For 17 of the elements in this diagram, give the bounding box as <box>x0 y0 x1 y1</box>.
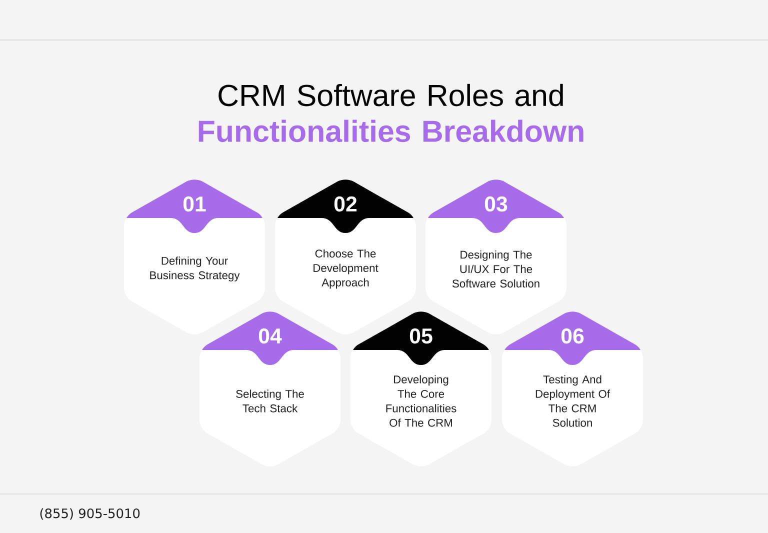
step-number: 04 <box>258 328 282 344</box>
hexagon-card <box>200 312 340 466</box>
step-number: 05 <box>410 328 432 344</box>
step-text: Testing And Deployment Of The CRM Solution <box>536 375 610 427</box>
hexagon-card <box>350 312 492 466</box>
step-number: 03 <box>484 196 508 212</box>
title: CRM Software Roles and Functionalities Breakdown <box>198 84 584 142</box>
step-text: Designing The UI/UX For The Software Solution <box>452 250 540 288</box>
step-text: Selecting The Tech Stack <box>236 390 304 412</box>
step-text: Developing The Core Functionalities Of The CRM <box>386 375 456 427</box>
step-number: 01 <box>183 196 206 212</box>
step-text: Defining Your Business Strategy <box>150 256 240 282</box>
step-number: 06 <box>561 328 584 344</box>
step-text: Choose The Development Approach <box>314 249 378 289</box>
phone-number: (855) 905-5010 <box>40 508 140 520</box>
step-number: 02 <box>334 196 357 212</box>
hexagon-card <box>502 312 643 466</box>
